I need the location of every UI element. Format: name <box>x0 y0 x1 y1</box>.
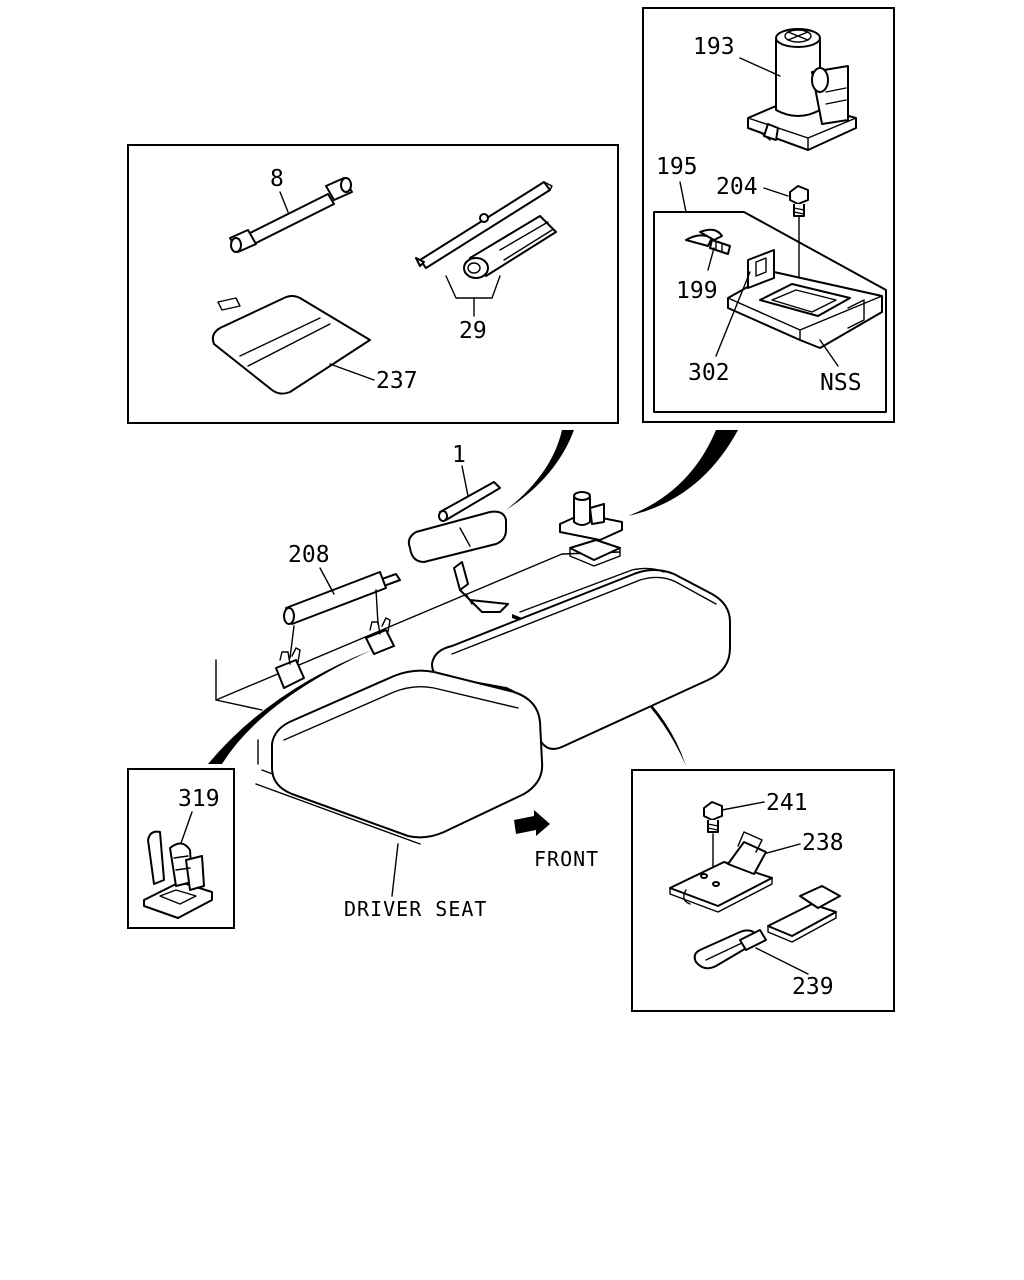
bracket-238-icon <box>669 831 773 913</box>
label-193: 193 <box>693 34 735 60</box>
rod-1-icon <box>438 481 501 522</box>
label-302: 302 <box>688 360 730 386</box>
tool-pouch-icon <box>407 510 507 563</box>
driver-seat-icon <box>271 669 544 839</box>
handle-rod-29-icon <box>415 181 557 279</box>
bottle-jack-icon <box>747 28 857 151</box>
bolt-204-icon <box>789 185 809 301</box>
label-1: 1 <box>452 442 466 468</box>
label-208: 208 <box>288 542 330 568</box>
label-8: 8 <box>270 166 284 192</box>
inset-clip: 319 <box>127 768 235 929</box>
label-front: FRONT <box>534 847 599 871</box>
clip-left-icon <box>275 647 305 689</box>
label-199: 199 <box>676 278 718 304</box>
front-arrow-icon <box>514 810 550 836</box>
label-239: 239 <box>792 974 834 1000</box>
label-29: 29 <box>459 318 487 344</box>
wheel-nut-wrench-8-icon <box>229 177 353 253</box>
label-nss: NSS <box>820 370 862 396</box>
connector-tools <box>506 430 574 510</box>
label-237: 237 <box>376 368 418 394</box>
bracket-239-lower-icon <box>693 929 767 970</box>
inset-bracket-frame <box>631 769 895 1012</box>
inset-bracket: 241 238 239 <box>631 769 895 1012</box>
connector-curves <box>208 430 738 766</box>
bolt-241-icon <box>703 801 723 869</box>
handle-208-icon <box>283 571 401 625</box>
clip-319-icon <box>143 830 213 919</box>
jack-bracket-302-icon <box>727 249 883 349</box>
connector-jack <box>628 430 738 516</box>
main-assembly: 1 208 <box>215 442 731 921</box>
jack-small-icon <box>559 491 623 567</box>
tool-bag-237-icon <box>211 295 371 395</box>
bracket-239-upper-icon <box>767 885 841 943</box>
wing-bolt-199-icon <box>685 228 731 255</box>
label-319: 319 <box>178 786 220 812</box>
passenger-seat-icon <box>431 569 731 750</box>
label-204: 204 <box>716 174 758 200</box>
inset-tools: 8 29 237 <box>127 144 619 424</box>
label-driver-seat: DRIVER SEAT <box>344 897 487 921</box>
inset-jack-frame <box>642 7 895 423</box>
inset-nss-frame <box>653 211 887 413</box>
tool-clip-icon <box>453 561 509 613</box>
clip-right-icon <box>365 617 395 655</box>
center-seat-icon <box>519 567 665 613</box>
inset-jack: 193 195 204 199 302 <box>642 7 895 423</box>
connector-clip <box>208 650 372 764</box>
label-195: 195 <box>656 154 698 180</box>
label-238: 238 <box>802 830 844 856</box>
label-241: 241 <box>766 790 808 816</box>
